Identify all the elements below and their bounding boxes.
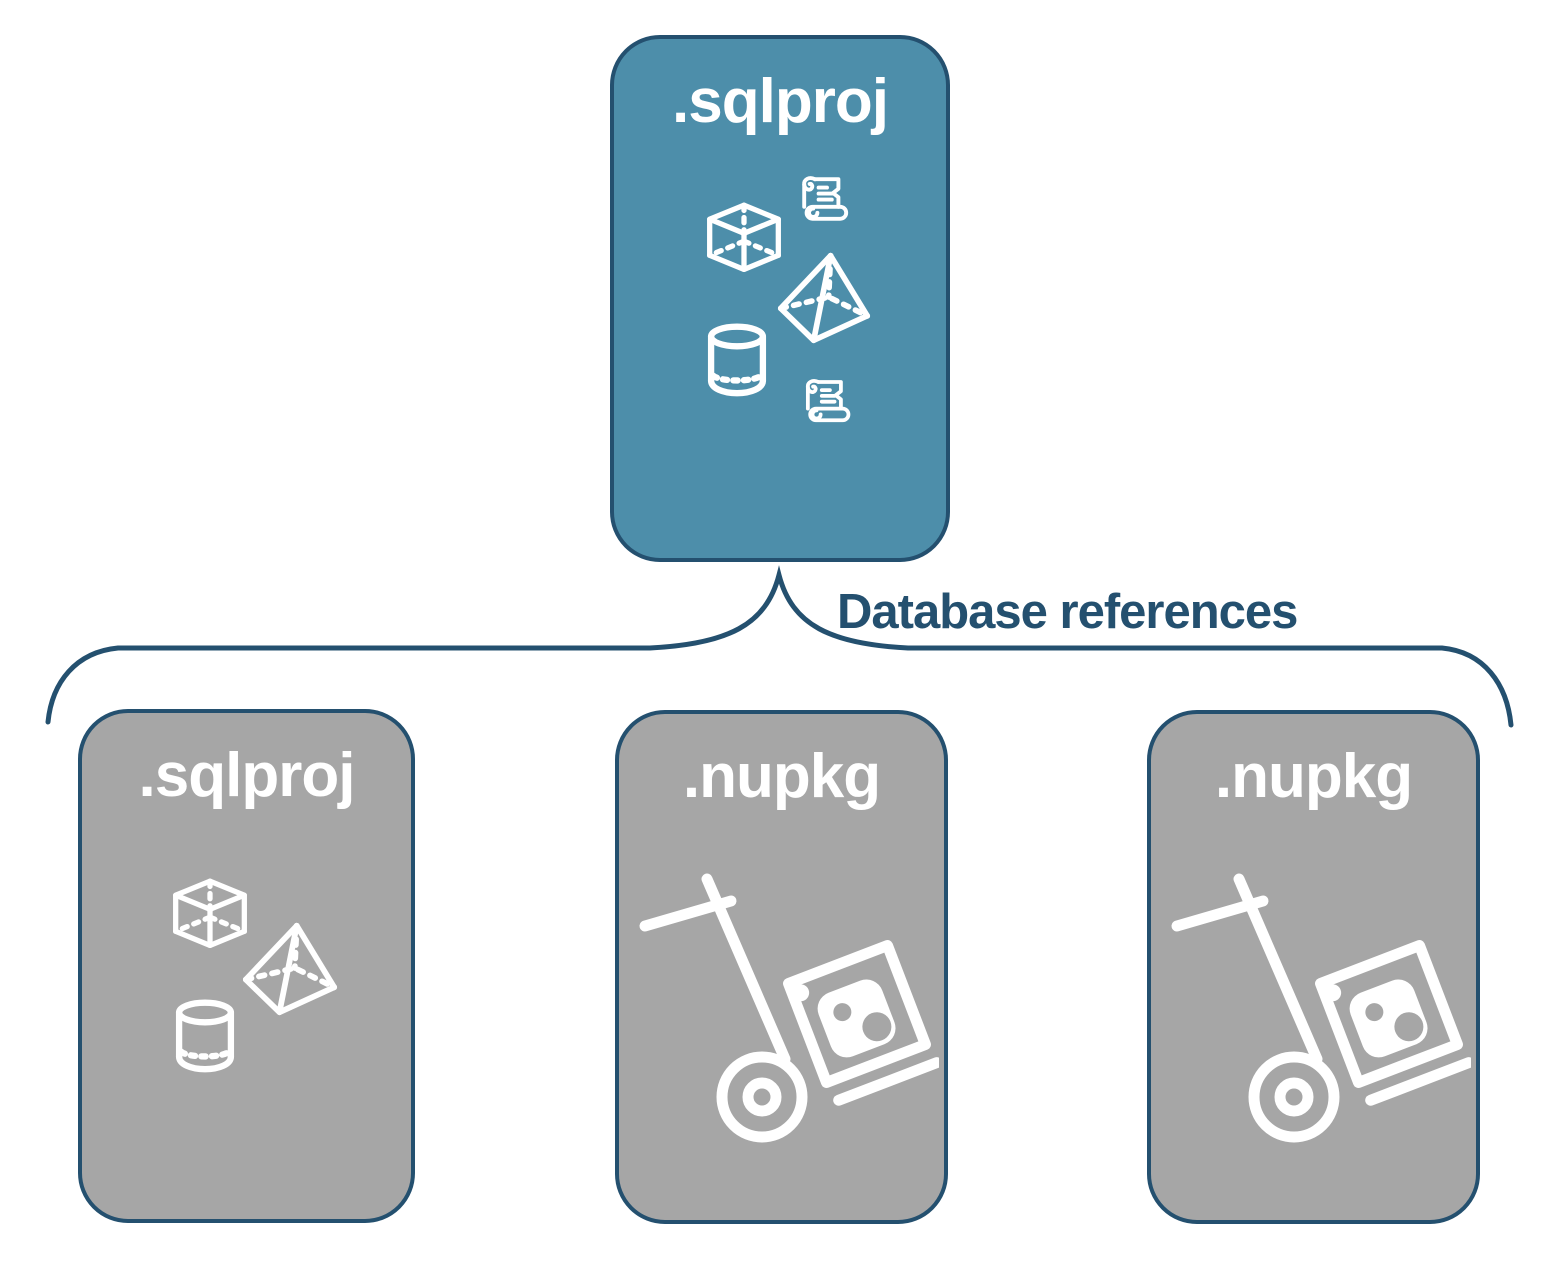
- node-root-sqlproj: .sqlproj: [610, 35, 950, 562]
- node-child-sqlproj: .sqlproj: [78, 709, 415, 1223]
- nuget-logo: [792, 979, 896, 1058]
- handtruck-plate: [1365, 1057, 1471, 1106]
- node-child-title: .nupkg: [1214, 742, 1413, 811]
- cube-icon: [173, 878, 247, 949]
- package-box: [783, 940, 931, 1088]
- handtruck-plate: [833, 1057, 939, 1106]
- handtruck-wheel: [716, 1051, 808, 1143]
- scroll-icon: [802, 176, 849, 221]
- handtruck-wheel: [1248, 1051, 1340, 1143]
- cylinder-icon: [175, 999, 235, 1073]
- node-child-nupkg-1: .nupkg: [615, 710, 948, 1224]
- handtruck-hub: [742, 1077, 782, 1117]
- node-root-title: .sqlproj: [672, 67, 889, 136]
- scroll-icon: [805, 379, 851, 423]
- package-box: [1315, 940, 1463, 1088]
- nuget-handtruck-icon: [1171, 873, 1471, 1143]
- cylinder-icon: [707, 323, 767, 397]
- handtruck-crossbar: [1171, 895, 1269, 932]
- pyramid-icon: [242, 922, 338, 1016]
- pyramid-icon: [777, 252, 871, 344]
- node-child-title: .nupkg: [682, 742, 881, 811]
- node-child-title: .sqlproj: [138, 741, 356, 810]
- nuget-logo: [1324, 979, 1428, 1058]
- cube-icon: [707, 202, 781, 273]
- nuget-handtruck-icon: [639, 873, 939, 1143]
- node-child-nupkg-2: .nupkg: [1147, 710, 1480, 1224]
- handtruck-crossbar: [639, 895, 737, 932]
- handtruck-hub: [1274, 1077, 1314, 1117]
- connector-label: Database references: [837, 585, 1298, 639]
